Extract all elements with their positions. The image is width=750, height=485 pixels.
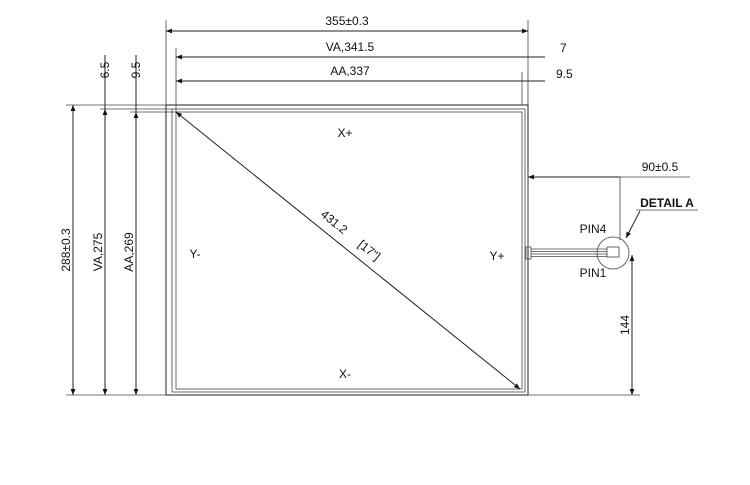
detail-a-label: DETAIL A bbox=[640, 196, 694, 210]
diagonal-label: 431.2 bbox=[318, 207, 350, 237]
right-offset-aa-label: 9.5 bbox=[556, 67, 573, 81]
aa-height-label: AA,269 bbox=[122, 232, 136, 272]
diagonal-dim bbox=[175, 111, 521, 390]
va-width-label: VA,341.5 bbox=[326, 40, 375, 54]
y-minus-label: Y- bbox=[190, 247, 201, 261]
ribbon-cable bbox=[525, 236, 630, 270]
aa-width-label: AA,337 bbox=[330, 64, 370, 78]
diagonal-labels: 431.2 [17"] bbox=[318, 207, 383, 263]
detail-a-circle bbox=[596, 236, 630, 270]
va-height-label: VA,275 bbox=[91, 232, 105, 271]
pin1-label: PIN1 bbox=[580, 266, 607, 280]
cable-position-label: 144 bbox=[618, 315, 632, 335]
cable-length-label: 90±0.5 bbox=[642, 160, 679, 174]
pin4-label: PIN4 bbox=[580, 222, 607, 236]
detail-a-leader bbox=[625, 210, 641, 239]
x-minus-label: X- bbox=[339, 367, 351, 381]
top-offset-aa-label: 9.5 bbox=[129, 61, 143, 78]
x-plus-label: X+ bbox=[337, 126, 352, 140]
y-plus-label: Y+ bbox=[489, 249, 504, 263]
right-offset-va-label: 7 bbox=[560, 41, 567, 55]
overall-height-label: 288±0.3 bbox=[59, 228, 73, 272]
overall-width-label: 355±0.3 bbox=[325, 14, 369, 28]
top-offset-va-label: 6.5 bbox=[98, 61, 112, 78]
